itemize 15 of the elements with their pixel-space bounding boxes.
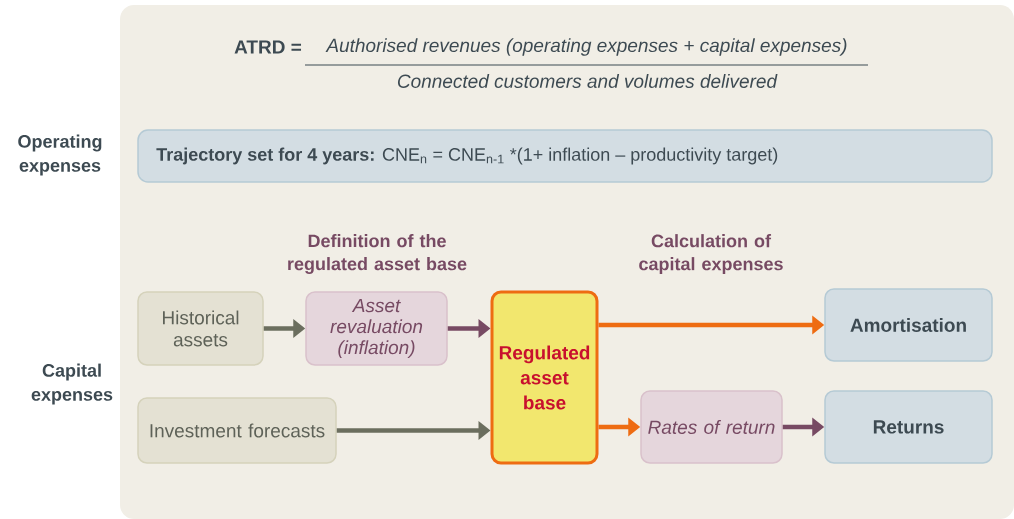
section-heading: Calculation of capital expenses xyxy=(639,234,783,274)
formula-text: ATRD = xyxy=(234,40,301,54)
formula-text: Connected customers and volumes delivered xyxy=(397,74,778,88)
process-box: Rates of return xyxy=(640,390,783,464)
output-box: Returns xyxy=(824,390,993,464)
formula-text: Authorised revenues (operating expenses + capital expenses) xyxy=(325,38,847,56)
row-label: Operating expenses xyxy=(18,134,102,176)
row-label: Capital expenses xyxy=(31,363,113,405)
output-box: Amortisation xyxy=(824,288,993,362)
section-heading: Definition of the regulated asset base xyxy=(288,234,467,274)
input-box: Investment forecasts xyxy=(137,397,337,464)
asset-base-box: Regulated asset base xyxy=(490,290,599,465)
input-box: Historical assets xyxy=(137,291,264,366)
formula-band: Trajectory set for 4 years: CNE$_{n}$ = CNE$_{n-1}$ *(1+ inflation – productivity target) xyxy=(137,129,993,183)
process-box: Asset revaluation (inflation) xyxy=(305,291,448,366)
